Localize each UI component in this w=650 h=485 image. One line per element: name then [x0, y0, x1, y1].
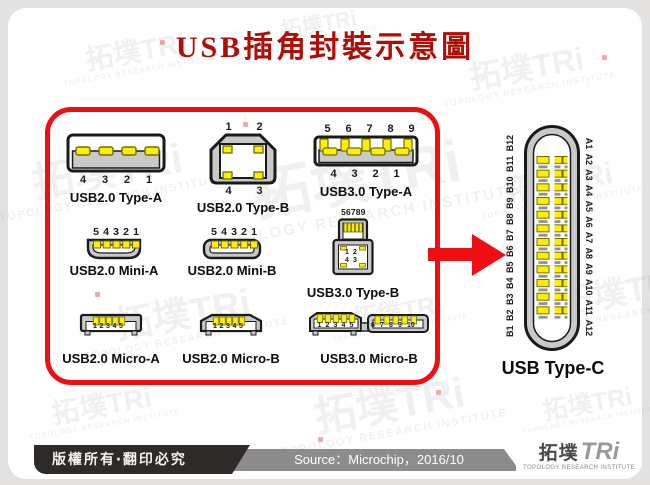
- logo-caption: TOPOLOGY RESEARCH INSTITUTE: [523, 465, 635, 471]
- usb20-type-b-drawing: [209, 133, 277, 185]
- pin-numbers: 6 7 8 9 10: [371, 322, 415, 329]
- page-title: USB插角封裝示意圖: [175, 31, 475, 64]
- pin-numbers: 1 2 3 4 5: [317, 322, 354, 329]
- usb20-mini-a-diagram: 5 4 3 2 1 USB2.0 Mini-A: [58, 226, 170, 278]
- connector-label: USB2.0 Type-A: [69, 190, 163, 205]
- usb30-micro-b-diagram: 1 2 3 4 5 6 7 8 9 10 USB3.0 Micro-B: [303, 309, 435, 366]
- connector-label: USB3.0 Micro-B: [320, 351, 418, 366]
- slide: USB插角封裝示意圖 4 3 2 1 USB2.0 Type-A: [8, 8, 642, 479]
- usb20-mini-b-drawing: [202, 238, 262, 260]
- usb20-micro-a-drawing: [79, 313, 143, 336]
- pin-numbers: 1 2 3 4 5: [93, 323, 123, 330]
- connector-label: USB2.0 Mini-A: [69, 263, 159, 278]
- usb30-type-b-drawing: [332, 218, 374, 276]
- pin-numbers: 5 4 3 2 1: [211, 226, 257, 238]
- pin-numbers: 4 3 2 1: [330, 168, 400, 180]
- pin-numbers: 1 2 4 3: [345, 249, 357, 264]
- usb20-type-a-drawing: [66, 133, 166, 173]
- pin-numbers: 5 6 7 8 9: [324, 123, 415, 135]
- pin-numbers: 5 4 3 2 1: [93, 226, 139, 238]
- type-c-a-side-pin-labels: A1 A2 A3 A4 A5 A6 A7 A8 A9 A10 A11 A12: [584, 137, 594, 337]
- tri-logo: 拓墣 TRi TOPOLOGY RESEARCH INSTITUTE: [516, 432, 642, 479]
- pin-numbers: 1 2 3 4 5: [213, 323, 243, 330]
- connector-label: USB3.0 Type-B: [306, 285, 400, 300]
- usb-type-c-drawing: [524, 125, 580, 351]
- connector-label: USB2.0 Micro-A: [62, 351, 160, 366]
- connector-group-box: 4 3 2 1 USB2.0 Type-A 1 2 4: [45, 107, 440, 385]
- source-bar: Source：Microchip，2016/10: [168, 449, 520, 471]
- usb30-micro-b-drawing: [309, 312, 429, 336]
- connector-label: USB2.0 Type-B: [196, 200, 290, 215]
- pin-numbers: 1 2: [225, 121, 263, 133]
- red-arrow-icon: [472, 234, 506, 276]
- usb20-mini-a-drawing: [86, 238, 142, 260]
- usb30-type-b-diagram: 5 6 7 8 9: [295, 206, 411, 300]
- usb20-micro-b-diagram: 1 2 3 4 5 USB2.0 Micro-B: [173, 311, 289, 366]
- usb20-mini-b-diagram: 5 4 3 2 1 USB2.0 Mini-B: [176, 226, 288, 278]
- pin-numbers: 4 3: [225, 185, 263, 197]
- pin-numbers: 4 3 2 1: [79, 174, 153, 186]
- usb20-micro-a-diagram: 1 2 3 4 5 USB2.0 Micro-A: [53, 311, 169, 366]
- usb20-type-b-diagram: 1 2 4 3 USB2.0 Type-B: [188, 121, 298, 215]
- connector-label: USB3.0 Type-A: [319, 184, 413, 199]
- usb30-type-a-diagram: 5 6 7 8 9 4 3 2 1: [301, 123, 431, 199]
- usb20-micro-b-drawing: [199, 313, 263, 336]
- pin-numbers: 5 6 7 8 9: [341, 207, 366, 217]
- red-arrow-shaft: [428, 248, 474, 261]
- copyright-bar: 版權所有‧翻印必究: [34, 445, 250, 474]
- usb30-type-a-drawing: [313, 135, 419, 167]
- connector-label: USB2.0 Micro-B: [182, 351, 280, 366]
- usb20-type-a-diagram: 4 3 2 1 USB2.0 Type-A: [56, 133, 176, 205]
- logo-latin-text: TRi: [580, 438, 620, 465]
- type-c-label: USB Type-C: [501, 358, 605, 378]
- logo-cjk-text: 拓墣: [538, 443, 579, 464]
- connector-label: USB2.0 Mini-B: [187, 263, 277, 278]
